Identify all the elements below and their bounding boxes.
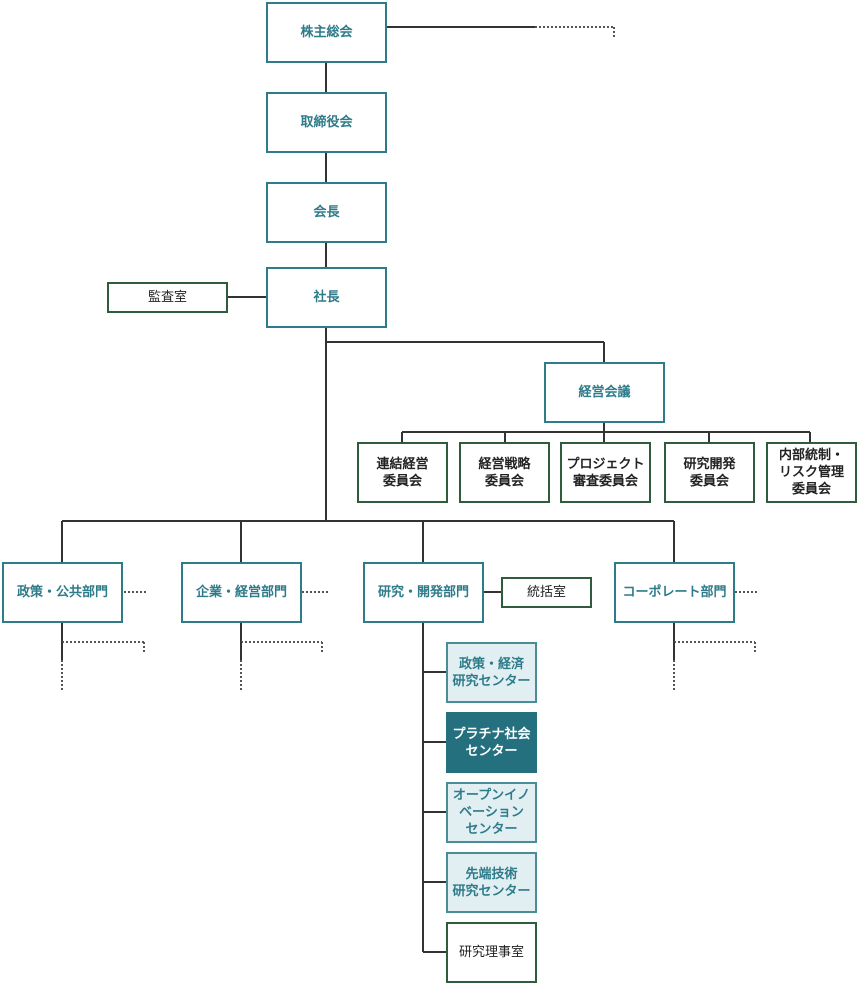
shareholders-meeting-box: 株主総会 — [266, 2, 387, 63]
committee-internal-control-risk: 内部統制・ リスク管理 委員会 — [766, 442, 857, 503]
chairman-box: 会長 — [266, 182, 387, 243]
division-policy-public: 政策・公共部門 — [2, 562, 123, 623]
management-meeting-box: 経営会議 — [544, 362, 665, 423]
center-advanced-technology: 先端技術 研究センター — [446, 852, 537, 913]
audit-office-box: 監査室 — [107, 282, 228, 313]
center-open-innovation: オープンイノ ベーション センター — [446, 782, 537, 843]
coordination-office-box: 統括室 — [501, 577, 592, 608]
division-research-development: 研究・開発部門 — [363, 562, 484, 623]
division-corporate: コーポレート部門 — [614, 562, 735, 623]
board-of-directors-box: 取締役会 — [266, 92, 387, 153]
committee-consolidated-management: 連結経営 委員会 — [357, 442, 448, 503]
committee-rnd: 研究開発 委員会 — [664, 442, 755, 503]
committee-management-strategy: 経営戦略 委員会 — [459, 442, 550, 503]
division-corporate-management: 企業・経営部門 — [181, 562, 302, 623]
center-platinum-society: プラチナ社会 センター — [446, 712, 537, 773]
research-director-office: 研究理事室 — [446, 922, 537, 983]
center-policy-economics: 政策・経済 研究センター — [446, 642, 537, 703]
committee-project-review: プロジェクト 審査委員会 — [560, 442, 651, 503]
president-box: 社長 — [266, 267, 387, 328]
